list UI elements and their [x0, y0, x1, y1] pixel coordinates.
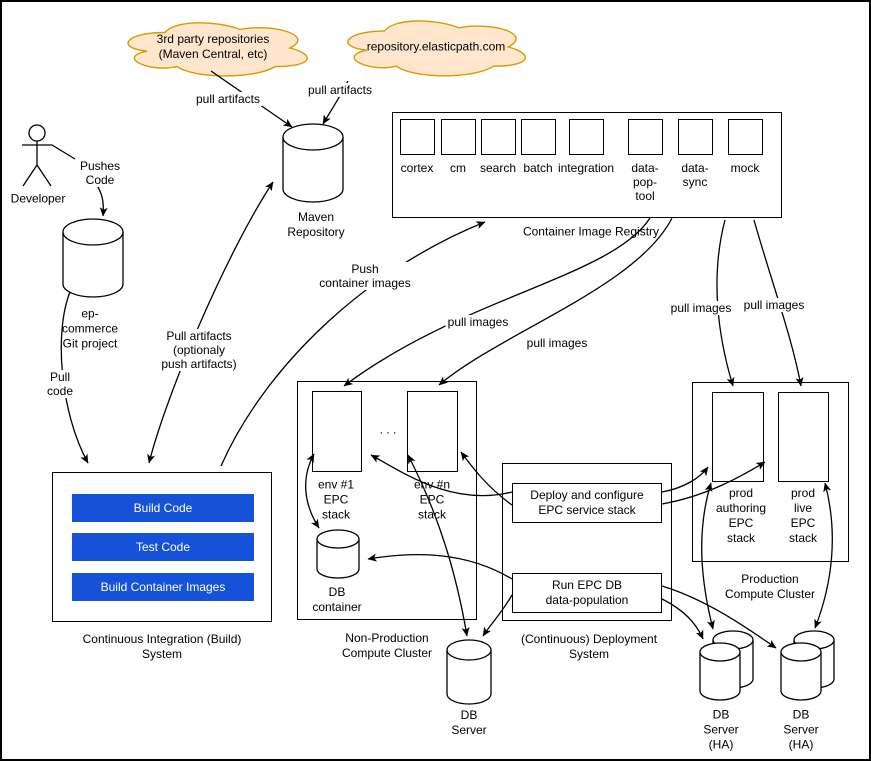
deployment-system-label: (Continuous) Deployment System	[520, 632, 658, 661]
cloud-elasticpath-label: repository.elasticpath.com	[366, 39, 506, 54]
registry-image-square	[520, 119, 556, 155]
ci-system-box	[52, 472, 272, 622]
registry-item-label: cortex	[400, 161, 434, 175]
registry-item-integration: integration	[546, 119, 626, 175]
registry-item-label: cm	[450, 161, 466, 175]
edge-label-pushes-code: Pushes Code	[77, 159, 123, 187]
edge-label-pull-images-env1: pull images	[445, 315, 511, 329]
db-server-label: DB Server	[451, 708, 487, 737]
db-container-label: DB container	[312, 585, 362, 614]
registry-item-label: search	[479, 161, 517, 175]
registry-image-square	[627, 119, 663, 155]
registry-item-label: data- sync	[681, 161, 709, 189]
registry-item-label: data- pop- tool	[631, 161, 659, 203]
registry-image-square	[568, 119, 604, 155]
deployment-system-box	[502, 463, 672, 621]
edge-label-pull-artifacts-optional: Pull artifacts (optionaly push artifacts…	[159, 329, 239, 371]
prod-live-stack-label: prod live EPC stack	[788, 486, 818, 545]
registry-image-square	[677, 119, 713, 155]
edge-label-pull-artifacts-left: pull artifacts	[193, 92, 263, 106]
db-server-ha1-label: DB Server (HA)	[703, 707, 739, 752]
registry-item-mock: mock	[705, 119, 785, 175]
edge-label-pull-images-authoring: pull images	[668, 301, 734, 315]
registry-item-cm: cm	[418, 119, 498, 175]
test-code-step: Test Code	[72, 533, 254, 561]
env1-epc-stack-label: env #1 EPC stack	[317, 477, 355, 522]
registry-item-label: mock	[730, 161, 760, 175]
cloud-third-party-label: 3rd party repositories (Maven Central, e…	[156, 32, 270, 61]
build-code-step: Build Code	[72, 494, 254, 522]
registry-item-search: search	[458, 119, 538, 175]
registry-item-batch: batch	[498, 119, 578, 175]
edge-label-push-container-images: Push container images	[317, 262, 413, 290]
container-image-registry-box	[392, 112, 782, 218]
registry-image-square	[727, 119, 763, 155]
run-epc-db-box: Run EPC DB data-population	[512, 573, 662, 613]
registry-item-data-sync: data- sync	[655, 119, 735, 189]
registry-item-label: batch	[523, 161, 553, 175]
edge-label-pull-images-envn: pull images	[524, 336, 590, 350]
ci-system-label: Continuous Integration (Build) System	[82, 632, 242, 661]
edge-label-pull-code: Pull code	[44, 370, 76, 398]
edge-label-pull-images-live: pull images	[741, 298, 807, 312]
registry-image-square	[480, 119, 516, 155]
edge-label-pull-artifacts-right: pull artifacts	[305, 83, 375, 97]
registry-item-data-pop-tool: data- pop- tool	[605, 119, 685, 203]
registry-image-square	[440, 119, 476, 155]
build-container-images-step: Build Container Images	[72, 573, 254, 601]
prod-live-stack-box	[778, 392, 829, 482]
db-server-ha2-label: DB Server (HA)	[783, 707, 819, 752]
registry-image-square	[399, 119, 435, 155]
developer-label: Developer	[10, 191, 66, 206]
registry-item-label: integration	[557, 161, 615, 175]
registry-item-cortex: cortex	[377, 119, 457, 175]
deploy-configure-box: Deploy and configure EPC service stack	[512, 483, 662, 523]
